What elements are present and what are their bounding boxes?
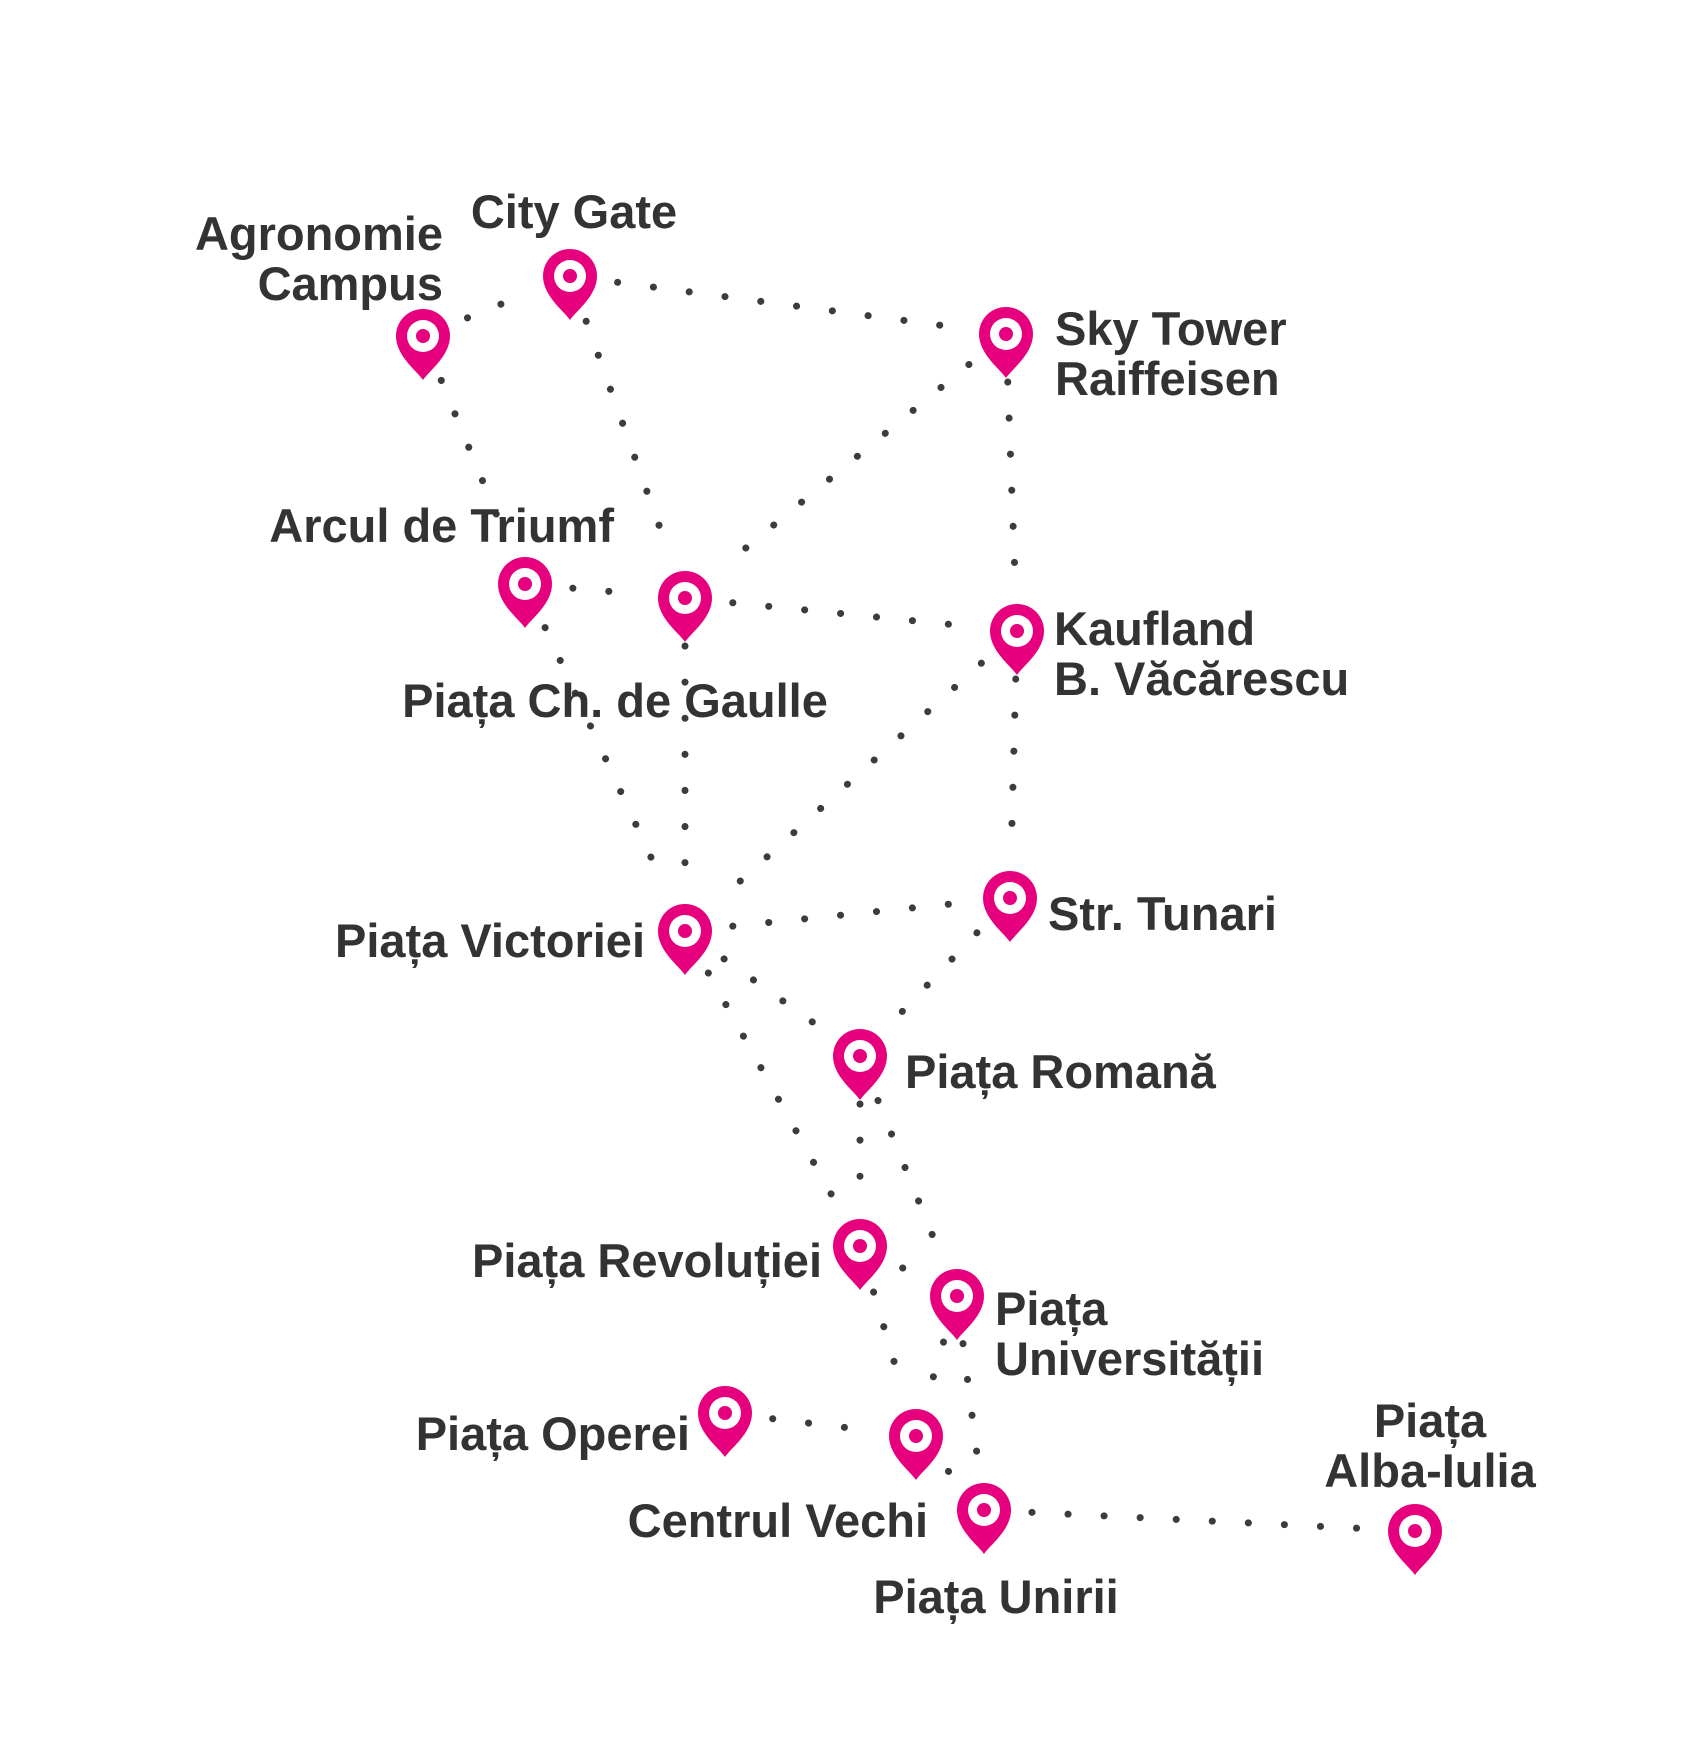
map-pin-icon[interactable]: [889, 1409, 943, 1480]
station-label-line: Arcul de Triumf: [269, 499, 614, 552]
station-label-line: Agronomie: [195, 207, 443, 260]
route-unirii-to-alba-iulia: [1028, 1508, 1371, 1533]
map-pin-icon[interactable]: [498, 557, 552, 628]
map-pin-icon[interactable]: [396, 309, 450, 380]
station-label-line: Str. Tunari: [1048, 887, 1277, 940]
route-lines: [437, 278, 1371, 1533]
route-victoriei-to-romana: [720, 955, 825, 1032]
route-agronomie-to-city-gate: [463, 290, 530, 322]
station-label-line: Piața Romană: [905, 1045, 1217, 1099]
route-city-gate-to-sky-tower: [614, 278, 962, 332]
station-label-line: Centrul Vechi: [628, 1494, 928, 1547]
route-arcul-to-victoriei: [541, 624, 669, 891]
station-label-line: B. Văcărescu: [1054, 652, 1349, 705]
station-label-operei: Piața Operei: [416, 1407, 690, 1461]
map-pin-icon[interactable]: [543, 249, 597, 320]
station-label-line: Piața Revoluției: [472, 1234, 822, 1288]
route-sky-tower-to-kaufland: [1004, 378, 1019, 587]
map-pin-icon[interactable]: [658, 904, 712, 975]
route-ch-de-gaulle-to-kaufland: [729, 599, 973, 630]
station-label-unirii: Piața Unirii: [873, 1570, 1119, 1624]
route-universitatii-to-centrul-vechi: [925, 1338, 948, 1394]
route-sky-tower-to-ch-de-gaulle: [718, 360, 973, 572]
map-pin-icon[interactable]: [1388, 1504, 1442, 1575]
route-tunari-to-romana: [889, 929, 981, 1025]
station-label-romana: Piața Romană: [905, 1045, 1217, 1099]
route-universitatii-to-unirii: [959, 1340, 982, 1466]
station-label-line: Alba-Iulia: [1324, 1444, 1536, 1497]
station-label-tunari: Str. Tunari: [1048, 887, 1277, 940]
station-label-line: City Gate: [471, 185, 677, 238]
map-pin-icon[interactable]: [658, 571, 712, 642]
route-arcul-to-ch-de-gaulle: [569, 584, 641, 598]
station-label-city-gate: City Gate: [471, 185, 677, 238]
station-label-line: Piața Unirii: [873, 1570, 1119, 1624]
station-label-ch-de-gaulle: Piața Ch. de Gaulle: [402, 674, 828, 728]
station-label-line: Kaufland: [1054, 602, 1255, 655]
map-pin-icon[interactable]: [957, 1483, 1011, 1554]
station-label-victoriei: Piața Victoriei: [335, 914, 645, 968]
route-revolutiei-to-universitatii: [899, 1264, 918, 1278]
map-pin-icon[interactable]: [698, 1386, 752, 1457]
station-pins: [396, 249, 1442, 1575]
station-label-line: Piața: [1374, 1394, 1487, 1448]
station-label-revolutiei: Piața Revoluției: [472, 1234, 822, 1288]
station-label-line: Piața: [995, 1282, 1108, 1336]
station-label-line: Sky Tower: [1055, 302, 1287, 355]
route-revolutiei-to-centrul-vechi: [870, 1288, 906, 1394]
route-kaufland-to-tunari: [1007, 675, 1020, 854]
station-label-line: Piața Ch. de Gaulle: [402, 674, 828, 728]
station-label-line: Raiffeisen: [1055, 352, 1280, 405]
station-label-arcul: Arcul de Triumf: [269, 499, 614, 552]
station-label-line: Piața Victoriei: [335, 914, 645, 968]
route-agronomie-to-arcul: [437, 376, 511, 544]
route-victoriei-to-tunari: [729, 899, 966, 930]
route-victoriei-to-revolutiei: [704, 969, 841, 1208]
map-pin-icon[interactable]: [983, 871, 1037, 942]
station-label-line: Universității: [995, 1332, 1264, 1386]
route-romana-to-universitatii: [874, 1097, 943, 1255]
map-pin-icon[interactable]: [833, 1029, 887, 1100]
map-pin-icon[interactable]: [833, 1219, 887, 1290]
station-label-line: Campus: [258, 257, 443, 310]
route-centrul-vechi-to-unirii: [944, 1467, 956, 1479]
map-pin-icon[interactable]: [979, 307, 1033, 378]
station-label-line: Piața Operei: [416, 1407, 690, 1461]
station-label-centrul-vechi: Centrul Vechi: [628, 1494, 928, 1547]
route-operei-to-centrul-vechi: [769, 1415, 872, 1434]
map-pin-icon[interactable]: [990, 604, 1044, 675]
map-pin-icon[interactable]: [930, 1269, 984, 1340]
